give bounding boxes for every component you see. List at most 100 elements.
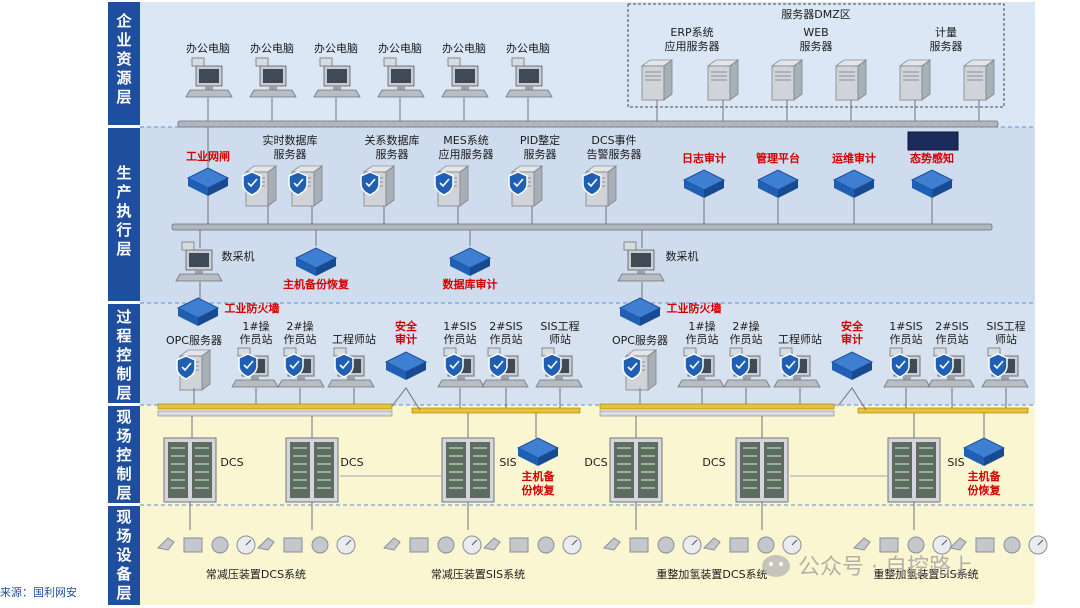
watermark-text: 公众号 · 自控路上	[798, 555, 973, 580]
layer-title-char: 执	[116, 202, 131, 220]
rtdb-server-label-1: 实时数据库	[263, 133, 318, 147]
sis2-right-label-1: 2#SIS	[935, 320, 968, 333]
data-collector-right-label: 数采机	[666, 249, 699, 263]
layer-title-enterprise: 企业资源层	[115, 12, 132, 106]
firewall-right-label: 工业防火墙	[667, 301, 722, 315]
sis2-left-label-1: 2#SIS	[489, 320, 522, 333]
log-audit-label: 日志审计	[682, 151, 726, 165]
system-label-3: 重整加氢装置DCS系统	[656, 567, 767, 581]
source-caption: 来源：国利网安	[0, 586, 77, 599]
opc-right-label: OPC服务器	[612, 334, 668, 347]
mgmt-platform-label: 管理平台	[756, 151, 800, 165]
web-server-label-2: 服务器	[800, 40, 833, 53]
erp-server-label-2: 应用服务器	[665, 39, 720, 53]
office-pc-label-3: 办公电脑	[314, 42, 358, 55]
layer-title-char: 行	[115, 221, 131, 239]
ops-audit-label: 运维审计	[832, 151, 876, 165]
dmz-servers: ERP系统 应用服务器 WEB 服务器 计量 服务器	[641, 26, 995, 101]
db-audit-label: 数据库审计	[443, 277, 498, 291]
office-pcs: 办公电脑 办公电脑 办公电脑 办公电脑 办公电脑 办公电脑	[185, 42, 553, 98]
pid-server-label-1: PID整定	[520, 133, 560, 147]
op1-left-label-2: 作员站	[240, 332, 273, 346]
layer-title-production: 生产执行层	[115, 164, 131, 258]
sis1-left-label-2: 作员站	[444, 332, 477, 346]
rdb-server-label-1: 关系数据库	[365, 133, 420, 147]
system-label-2: 常减压装置SIS系统	[431, 568, 525, 581]
opc-left-label: OPC服务器	[166, 334, 222, 347]
op1-right-label-1: 1#操	[688, 319, 715, 333]
layer-title-char: 控	[116, 346, 131, 364]
sis-label-2: SIS	[947, 456, 964, 469]
system-label-4: 重整加氢装置SIS系统	[873, 567, 978, 581]
dcs-label-2: DCS	[340, 456, 363, 469]
eng-right-label: 工程师站	[778, 332, 822, 346]
office-pc-label-4: 办公电脑	[378, 42, 422, 55]
op2-right-label-1: 2#操	[732, 319, 759, 333]
wechat-icon	[762, 555, 790, 577]
pid-server-label-2: 服务器	[524, 148, 557, 161]
web-server-label-1: WEB	[803, 26, 828, 39]
production-bus	[171, 196, 993, 300]
dcs-alarm-server-label-1: DCS事件	[591, 134, 636, 147]
production-servers: 实时数据库 服务器 关系数据库 服务器 MES系统 应用服务器 PID整定 服务…	[242, 133, 642, 207]
sec-audit-right-label-1: 安全	[841, 319, 864, 333]
rdb-server-label-2: 服务器	[376, 148, 409, 161]
layer-title-char: 资	[116, 50, 131, 68]
industrial-gateway-label: 工业网闸	[186, 149, 230, 163]
sis-label-1: SIS	[499, 456, 516, 469]
layer-title-char: 场	[116, 427, 131, 445]
host-backup-label: 主机备份恢复	[283, 277, 350, 291]
layer-title-char: 层	[116, 88, 131, 106]
layer-title-char: 产	[116, 183, 131, 201]
control-buses	[157, 387, 1029, 438]
dcs-label-3: DCS	[584, 456, 607, 469]
sec-audit-left-label-2: 审计	[395, 332, 417, 346]
field-backup-right-label-1: 主机备	[968, 469, 1002, 483]
op2-right-label-2: 作员站	[730, 332, 763, 346]
mes-server-label-1: MES系统	[443, 134, 488, 147]
layer-title-char: 生	[116, 164, 131, 182]
dmz-zone	[627, 3, 1005, 108]
enterprise-layer-bg	[140, 2, 1035, 127]
office-pc-label-1: 办公电脑	[186, 42, 230, 55]
sis1-left-label-1: 1#SIS	[443, 320, 476, 333]
layer-title-char: 现	[116, 508, 131, 526]
layer-title-char: 备	[115, 565, 132, 583]
dcs-cabinets	[163, 437, 941, 503]
situation-screen-icon	[907, 131, 959, 151]
process-stations-right: OPC服务器 1#操 作员站 2#操 作员站 工程师站 安全 审计 1#SIS …	[612, 319, 1029, 391]
erp-server-label-1: ERP系统	[670, 26, 713, 39]
firewall-left-label: 工业防火墙	[225, 301, 280, 315]
sis1-right-label-1: 1#SIS	[889, 320, 922, 333]
sis2-right-label-2: 作员站	[936, 332, 969, 346]
mes-server-label-2: 应用服务器	[439, 147, 494, 161]
layer-title-char: 层	[116, 484, 131, 502]
sec-audit-left-label-1: 安全	[395, 319, 418, 333]
sis-eng-left-label-1: SIS工程	[540, 320, 579, 333]
layer-title-char: 过	[116, 308, 131, 326]
layer-title-char: 层	[116, 240, 131, 258]
process-stations-left: OPC服务器 1#操 作员站 2#操 作员站 工程师站 安全 审计 1#SIS …	[166, 319, 583, 391]
layer-title-process: 过程控制层	[116, 308, 131, 402]
layer-title-char: 场	[116, 527, 131, 545]
op2-left-label-1: 2#操	[286, 319, 313, 333]
layer-title-char: 层	[116, 584, 131, 602]
production-layer-bg	[140, 127, 1035, 303]
system-label-1: 常减压装置DCS系统	[206, 568, 306, 581]
layer-title-field-device: 现场设备层	[115, 508, 132, 602]
layer-title-char: 设	[116, 546, 131, 564]
situation-awareness-label: 态势感知	[910, 151, 954, 165]
dmz-title: 服务器DMZ区	[781, 8, 851, 21]
layer-title-char: 控	[116, 446, 131, 464]
sec-audit-right-label-2: 审计	[841, 332, 863, 346]
layer-title-char: 程	[116, 327, 131, 345]
layer-title-field-control: 现场控制层	[116, 408, 131, 502]
metering-server-label-2: 服务器	[930, 40, 963, 53]
layer-title-char: 制	[116, 365, 131, 383]
security-devices: 日志审计 管理平台 运维审计 态势感知	[682, 131, 959, 199]
layer-title-char: 业	[116, 31, 131, 49]
layer-headers: 企业资源层 生产执行层 过程控制层 现场控制层 现场设备层	[108, 2, 140, 605]
layer-title-char: 制	[116, 465, 131, 483]
sis-eng-left-label-2: 师站	[549, 332, 571, 346]
sis2-left-label-2: 作员站	[490, 332, 523, 346]
